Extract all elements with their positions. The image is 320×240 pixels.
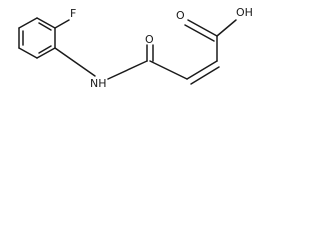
acid-double-bond — [184, 24, 215, 42]
carbonyl-oxygen-label: O — [145, 33, 154, 46]
ring-bond — [18, 47, 38, 59]
ring-double-bond — [38, 22, 52, 31]
ring-bond — [36, 47, 56, 59]
fluorine-label: F — [70, 7, 76, 20]
amide-nh-label: NH — [90, 77, 107, 90]
carbonyl-vinyl-bond — [149, 60, 188, 80]
c-f-bond — [54, 19, 70, 29]
ring-double-bond — [38, 45, 52, 54]
ring-bond — [36, 17, 56, 29]
acid-double-bond — [187, 19, 218, 37]
alkene-double-bond — [186, 60, 218, 80]
acid-hydroxyl-label: OH — [236, 6, 253, 19]
alkene-double-bond — [190, 66, 220, 85]
chemical-structure-diagram: F NH O O OH — [18, 6, 253, 90]
acid-hydroxyl-bond — [216, 19, 237, 37]
c-n-bond — [54, 47, 96, 77]
n-carbonyl-bond — [107, 60, 148, 80]
acid-oxygen-label: O — [176, 9, 185, 22]
ring-bond — [18, 17, 38, 29]
benzene-ring — [18, 17, 56, 59]
